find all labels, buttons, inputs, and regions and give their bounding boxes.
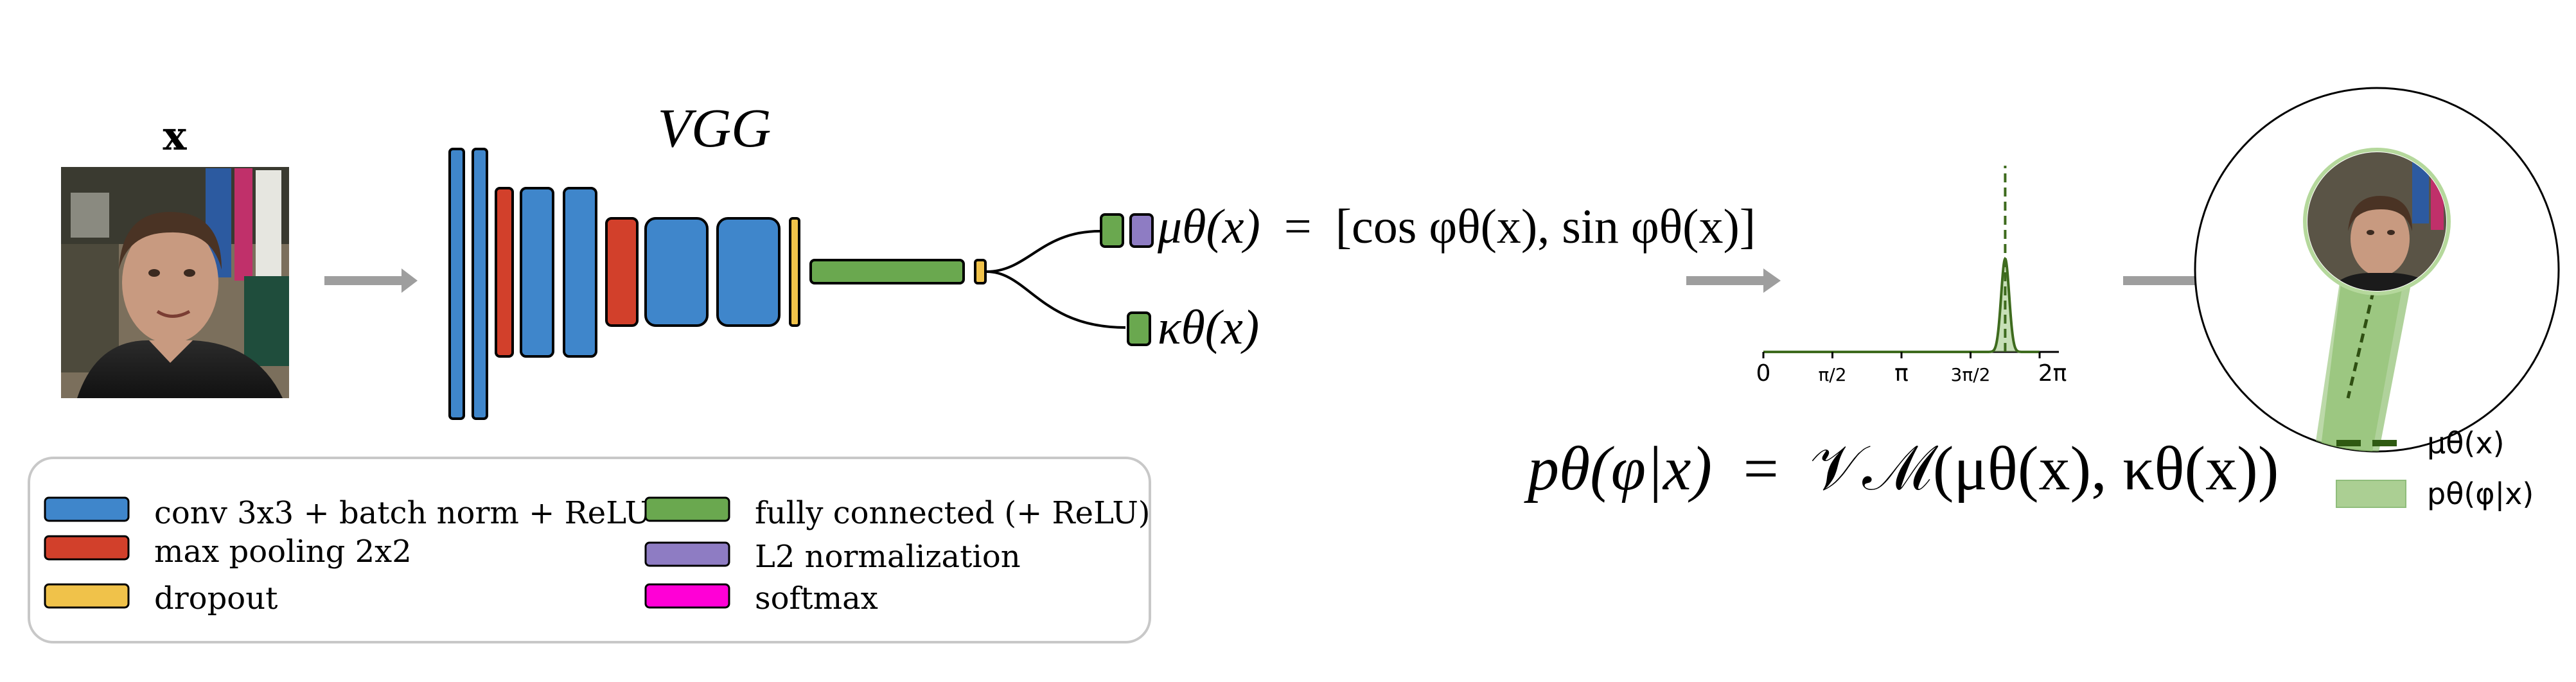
mu-equation: μθ(x) = [cos φθ(x), sin φθ(x)] [1157, 200, 1756, 254]
arrow-to-distribution [1686, 268, 1781, 293]
x-axis-ticks: 0 π/2 π 3π/2 2π [1756, 352, 2067, 387]
input-label: x [163, 112, 188, 159]
mu-equals: = [1284, 200, 1312, 254]
mu-rhs: [cos φθ(x), sin φθ(x)] [1336, 200, 1756, 254]
legend-swatch-maxpool [44, 535, 130, 561]
mean-legend-label: μθ(x) [2427, 426, 2505, 460]
vgg-layers [448, 148, 987, 420]
fc-layer [809, 259, 965, 284]
density-legend-label: pθ(φ|x) [2427, 477, 2534, 512]
conv-layer [716, 217, 781, 327]
input-face-image [61, 167, 289, 398]
dropout-layer [789, 217, 800, 327]
legend-swatch-dropout [44, 583, 130, 609]
layer-legend: conv 3x3 + batch norm + ReLU max pooling… [28, 457, 1151, 643]
density-legend-swatch [2336, 480, 2406, 508]
l2norm-head [1129, 213, 1154, 248]
legend-label-fc: fully connected (+ ReLU) [755, 495, 1151, 531]
conv-layer [563, 187, 597, 358]
p-equals: = [1743, 434, 1779, 503]
right-legend: μθ(x) pθ(φ|x) [2336, 426, 2534, 512]
p-symbol: pθ(φ|x) [1524, 434, 1712, 503]
x-tick-label: 2π [2038, 360, 2067, 387]
kappa-label: κθ(x) [1158, 301, 1259, 354]
vm-plot: 0 π/2 π 3π/2 2π [1756, 166, 2067, 387]
x-tick-label: π [1894, 360, 1909, 387]
conv-layer [520, 187, 554, 358]
legend-frame [28, 457, 1151, 643]
legend-swatch-conv [44, 496, 130, 522]
fc-head-kappa [1127, 311, 1151, 346]
conv-layer [448, 148, 465, 420]
legend-label-dropout: dropout [154, 581, 278, 616]
vm-density-curve [1763, 257, 2040, 353]
arrow-input-to-vgg [324, 268, 418, 293]
x-tick-label: 0 [1756, 360, 1771, 387]
conv-layer [472, 148, 488, 420]
direction-mean-line [2346, 275, 2379, 399]
fc-head-mu [1100, 213, 1124, 248]
conv-layer [644, 217, 709, 327]
legend-label-maxpool: max pooling 2x2 [154, 534, 412, 570]
maxpool-layer [495, 187, 514, 358]
legend-swatch-fc [644, 496, 730, 522]
dropout-layer [974, 259, 987, 284]
p-rhs: 𝒱ℳ(μθ(x), κθ(x)) [1810, 434, 2279, 503]
x-tick-label: π/2 [1818, 364, 1846, 385]
legend-swatch-softmax [644, 583, 730, 609]
x-tick-label: 3π/2 [1951, 364, 1991, 385]
result-face-icon [2194, 87, 2560, 453]
mu-symbol: μθ(x) [1157, 200, 1260, 254]
distribution-equation: pθ(φ|x) = 𝒱ℳ(μθ(x), κθ(x)) [1524, 434, 2279, 503]
output-heads [1100, 213, 1154, 346]
legend-label-softmax: softmax [755, 581, 878, 616]
vgg-title: VGG [658, 97, 772, 159]
branch-connectors [986, 230, 1126, 329]
legend-label-conv: conv 3x3 + batch norm + ReLU [154, 495, 651, 531]
maxpool-layer [605, 217, 639, 327]
vm-density-fill [1763, 259, 2040, 352]
legend-swatch-l2norm [644, 541, 730, 567]
legend-label-l2norm: L2 normalization [755, 539, 1021, 575]
